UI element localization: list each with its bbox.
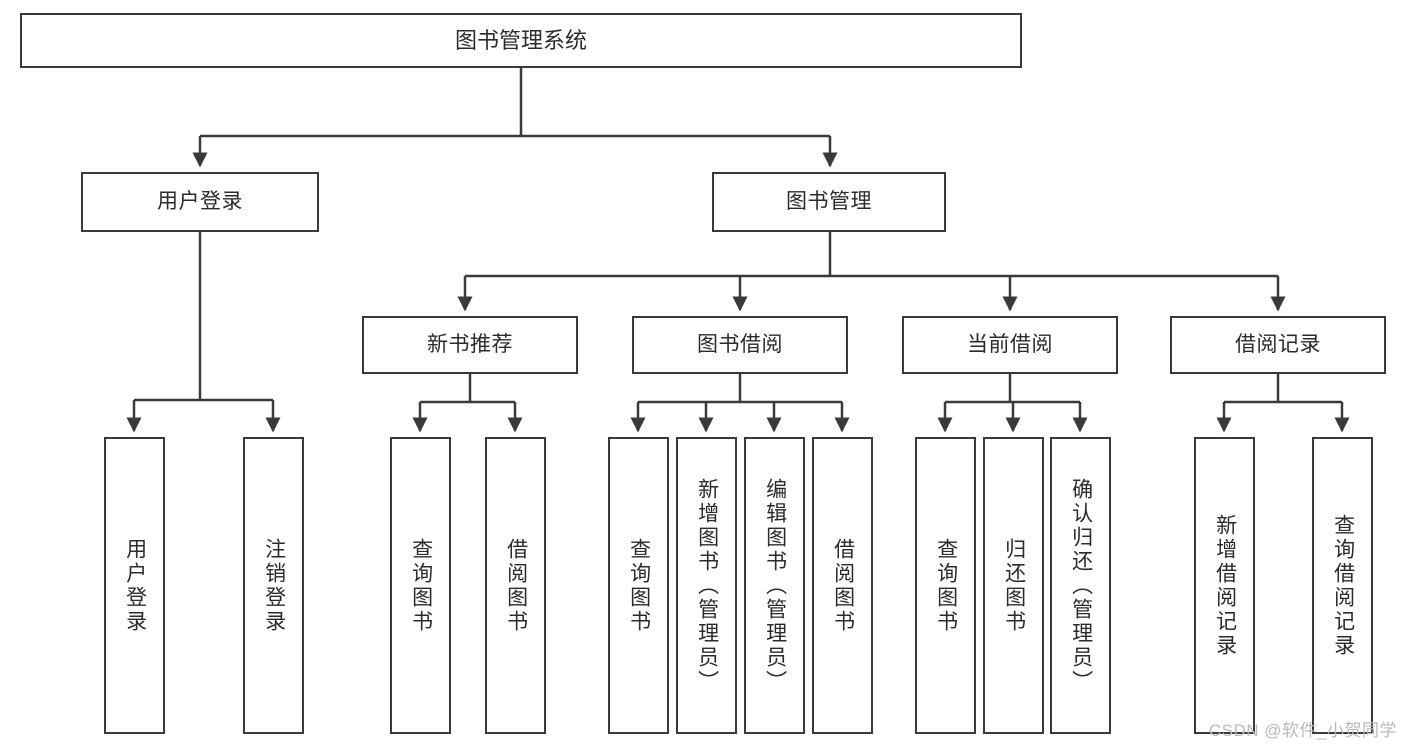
- node-label: 图书管理: [786, 189, 872, 213]
- node-label: 借阅记录: [1235, 332, 1321, 356]
- node-leaf-query-record[interactable]: 查询借阅记录: [1312, 437, 1373, 734]
- node-label: 用户登录: [123, 537, 147, 634]
- node-label: 新书推荐: [427, 332, 513, 356]
- watermark-text: CSDN @软件_小贺同学: [1208, 721, 1397, 740]
- node-leaf-add-record[interactable]: 新增借阅记录: [1194, 437, 1255, 734]
- node-leaf-borrow-book-1[interactable]: 借阅图书: [485, 437, 546, 734]
- node-root-system[interactable]: 图书管理系统: [20, 13, 1022, 68]
- node-label: 用户登录: [157, 189, 243, 213]
- node-leaf-query-book-2[interactable]: 查询图书: [608, 437, 669, 734]
- node-label: 新增借阅记录: [1213, 513, 1237, 658]
- node-borrow-record[interactable]: 借阅记录: [1170, 316, 1386, 374]
- node-leaf-confirm-return[interactable]: 确认归还（管理员）: [1050, 437, 1111, 734]
- node-leaf-add-book[interactable]: 新增图书（管理员）: [676, 437, 737, 734]
- node-label: 图书借阅: [697, 332, 783, 356]
- node-label: 确认归还（管理员）: [1069, 477, 1093, 694]
- node-leaf-edit-book[interactable]: 编辑图书（管理员）: [744, 437, 805, 734]
- node-user-login[interactable]: 用户登录: [81, 172, 319, 232]
- node-book-borrow[interactable]: 图书借阅: [632, 316, 848, 374]
- node-label: 查询借阅记录: [1331, 513, 1355, 658]
- node-leaf-logout-login[interactable]: 注销登录: [243, 437, 304, 734]
- node-current-borrow[interactable]: 当前借阅: [902, 316, 1118, 374]
- node-label: 查询图书: [627, 537, 651, 634]
- node-label: 新增图书（管理员）: [695, 477, 719, 694]
- node-label: 查询图书: [409, 537, 433, 634]
- node-leaf-user-login[interactable]: 用户登录: [104, 437, 165, 734]
- node-leaf-borrow-book-2[interactable]: 借阅图书: [812, 437, 873, 734]
- node-new-book-recommend[interactable]: 新书推荐: [362, 316, 578, 374]
- node-label: 借阅图书: [831, 537, 855, 634]
- node-label: 查询图书: [934, 537, 958, 634]
- node-label: 编辑图书（管理员）: [763, 477, 787, 694]
- node-label: 借阅图书: [504, 537, 528, 634]
- node-book-manage[interactable]: 图书管理: [712, 172, 946, 232]
- node-label: 图书管理系统: [454, 27, 587, 53]
- node-label: 注销登录: [262, 537, 286, 634]
- node-leaf-query-book-3[interactable]: 查询图书: [915, 437, 976, 734]
- node-leaf-query-book-1[interactable]: 查询图书: [390, 437, 451, 734]
- node-label: 归还图书: [1002, 537, 1026, 634]
- node-label: 当前借阅: [967, 332, 1053, 356]
- node-leaf-return-book[interactable]: 归还图书: [983, 437, 1044, 734]
